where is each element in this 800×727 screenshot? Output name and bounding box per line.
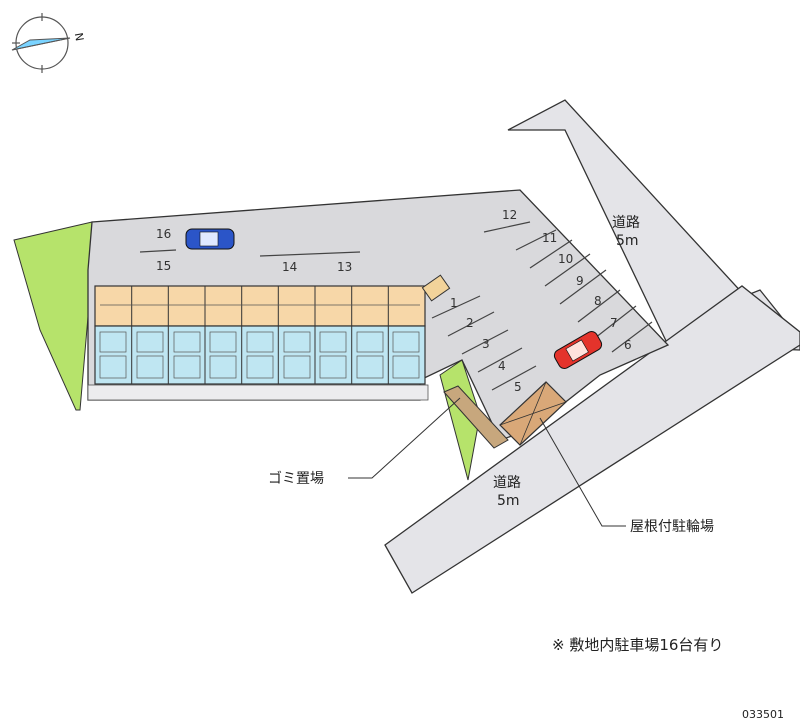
parking-number-14: 14 [282, 260, 297, 274]
walkway [87, 384, 429, 401]
parking-number-7: 7 [610, 316, 618, 330]
shelter-callout-line [539, 417, 626, 527]
road-southeast [384, 285, 800, 594]
garbage-callout-label: ゴミ置場 [268, 470, 324, 487]
parking-number-16: 16 [156, 227, 171, 241]
parking-number-13: 13 [337, 260, 352, 274]
building-lower [94, 325, 426, 385]
parking-number-11: 11 [542, 231, 557, 245]
parking-stall-lines [139, 221, 653, 391]
parking-number-15: 15 [156, 259, 171, 273]
apartment-building [94, 285, 426, 385]
parking-number-8: 8 [594, 294, 602, 308]
road-label-southeast: 道路 [493, 475, 521, 491]
road-width-northeast: 5m [616, 233, 639, 249]
parking-number-6: 6 [624, 338, 632, 352]
building-upper [94, 285, 426, 327]
map-code: 033501 [742, 708, 784, 721]
road-label-northeast: 道路 [612, 215, 640, 231]
car-red-icon [553, 331, 603, 369]
parking-number-1: 1 [450, 296, 458, 310]
compass-north-label: N [72, 32, 86, 42]
parking-number-2: 2 [466, 316, 474, 330]
parking-number-12: 12 [502, 208, 517, 222]
stairs [421, 274, 451, 302]
parking-note: ※ 敷地内駐車場16台有り [552, 636, 723, 654]
parking-number-3: 3 [482, 337, 490, 351]
green-strip-west [13, 221, 93, 411]
bicycle-shelter [499, 381, 567, 446]
garbage-area [443, 385, 509, 449]
shelter-callout-label: 屋根付駐輪場 [630, 518, 714, 535]
compass: N [11, 13, 86, 73]
road-northeast [507, 99, 800, 351]
parking-number-10: 10 [558, 252, 573, 266]
road-width-southeast: 5m [497, 493, 520, 509]
parking-number-5: 5 [514, 380, 522, 394]
parking-number-9: 9 [576, 274, 584, 288]
car-blue-icon [185, 228, 235, 250]
garbage-callout-line [348, 397, 461, 479]
parking-number-4: 4 [498, 359, 506, 373]
